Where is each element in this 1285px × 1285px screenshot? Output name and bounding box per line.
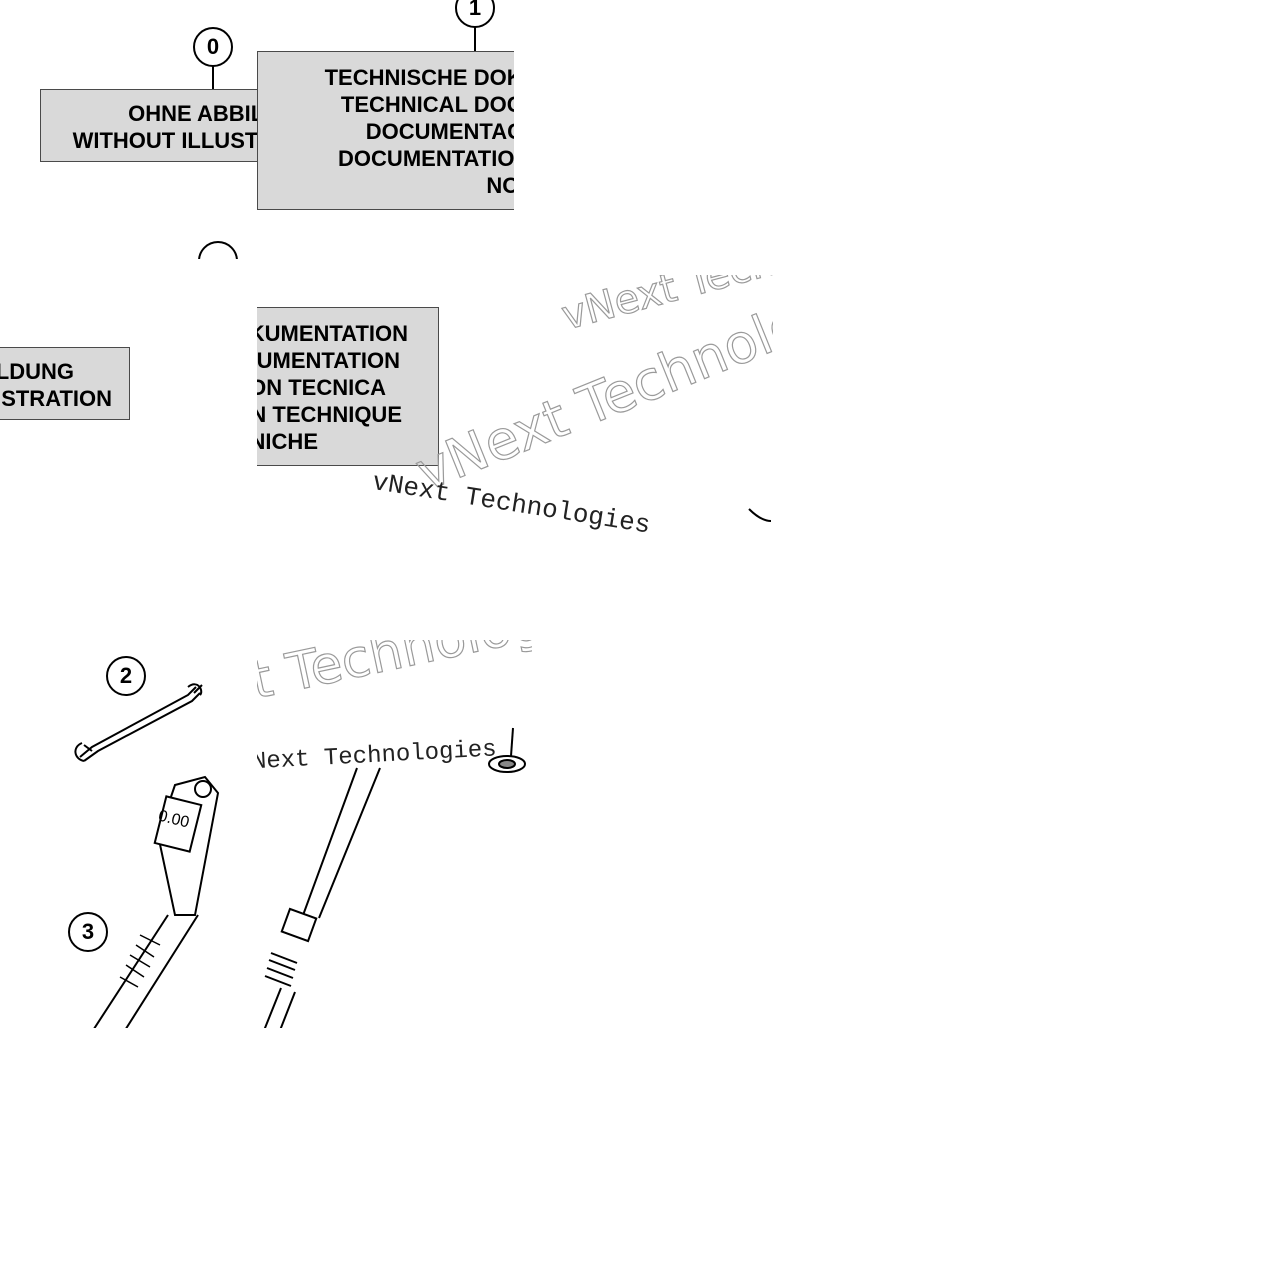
watermark-serif-mid: vNext Technologies	[370, 467, 653, 537]
technical-documentation-label-box-continued: TECHNISCHE DOKUMENTATION TECHNICAL DOCUM…	[257, 307, 439, 466]
torque-wrench-icon	[93, 775, 220, 1028]
open-end-wrench-icon	[74, 683, 203, 762]
without-illustration-line-1-continued: OHNE ABBILDUNG	[0, 359, 74, 384]
callout-0: 0	[193, 27, 233, 67]
tech-doc-cont-line-5: NOTE TECNICHE	[257, 429, 318, 454]
callout-3: 3	[68, 912, 108, 952]
tech-doc-cont-line-1: TECHNISCHE DOKUMENTATION	[257, 321, 408, 346]
without-illustration-label-box-continued: OHNE ABBILDUNG WITHOUT ILLUSTRATION	[0, 347, 130, 420]
tech-doc-cont-line-4: DOCUMENTATION TECHNIQUE	[257, 402, 402, 427]
handle-extension-drawing	[263, 767, 381, 1028]
technical-documentation-label-box: TECHNISCHE DOKUMENTATION TECHNICAL DOCUM…	[257, 51, 514, 210]
tech-doc-line-5: NOTE TECNICHE	[486, 173, 514, 198]
part-fragment-drawing	[748, 508, 772, 522]
callout-2: 2	[106, 656, 146, 696]
diagram-tile-top-left: 0 OHNE ABBILDUNG WITHOUT ILLUSTRATION 1 …	[0, 0, 514, 210]
tech-doc-cont-line-2: TECHNICAL DOCUMENTATION	[257, 348, 400, 373]
tech-doc-line-4: DOCUMENTATION TECHNIQUE	[338, 146, 514, 171]
callout-1-fragment	[198, 241, 238, 259]
diagram-tile-circle-fragment	[190, 235, 250, 259]
watermark-outline-bottom-center: vNext Technologies	[257, 640, 532, 739]
without-illustration-line-2-continued: WITHOUT ILLUSTRATION	[0, 386, 112, 411]
callout-0-leader	[212, 64, 214, 91]
callout-1-leader	[474, 24, 476, 52]
diagram-tile-bottom-center: vNext Technologies vNext Technologies	[257, 640, 532, 1028]
tech-doc-cont-line-3: DOCUMENTACION TECNICA	[257, 375, 386, 400]
tech-doc-line-3: DOCUMENTACION TECNICA	[365, 119, 514, 144]
diagram-tile-bottom-left: 2 3 0.00 vNext Technologies	[0, 640, 257, 1028]
diagram-tile-mid-center: TECHNISCHE DOKUMENTATION TECHNICAL DOCUM…	[257, 275, 773, 537]
fitting-part-drawing	[488, 727, 526, 773]
tech-doc-line-2: TECHNICAL DOCUMENTATION	[340, 92, 514, 117]
callout-1: 1	[455, 0, 495, 28]
diagram-tile-mid-left: OHNE ABBILDUNG WITHOUT ILLUSTRATION	[0, 330, 132, 430]
tech-doc-line-1: TECHNISCHE DOKUMENTATION	[324, 65, 514, 90]
